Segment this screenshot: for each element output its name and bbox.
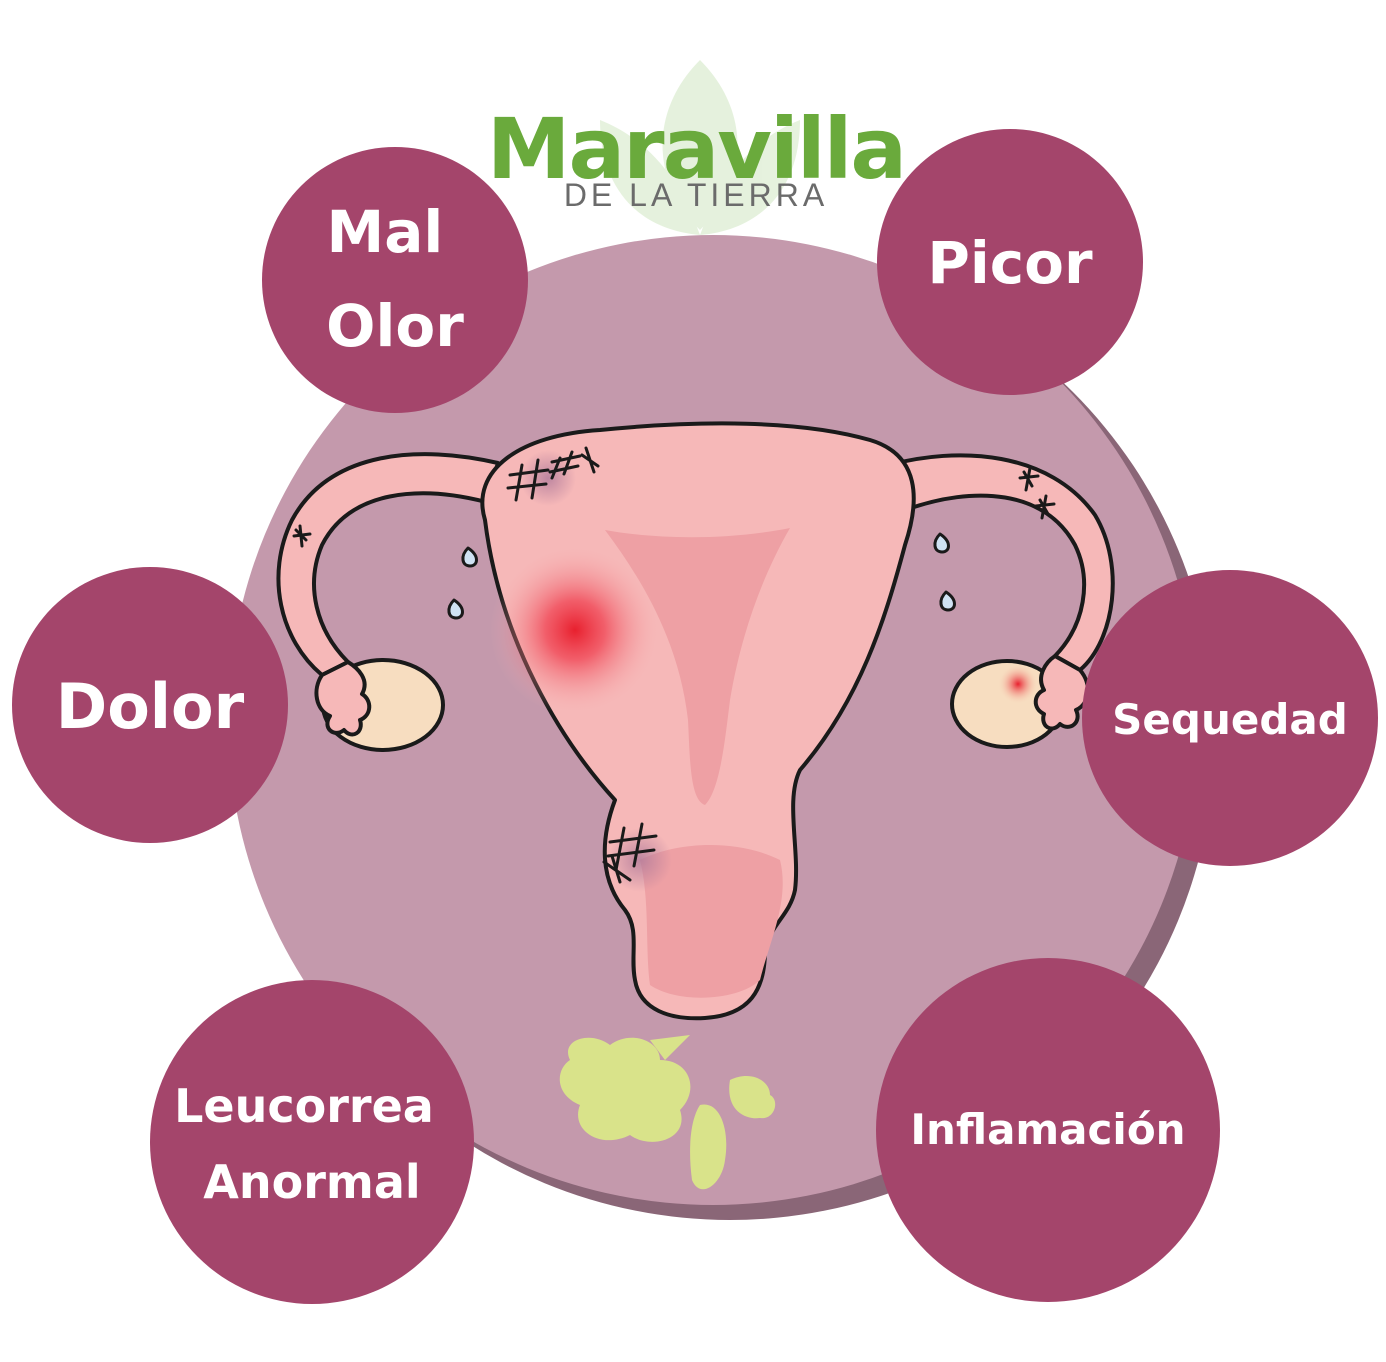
bubble-circle	[1082, 570, 1378, 866]
svg-text:Sequedad: Sequedad	[1112, 695, 1348, 744]
symptom-label-line: Inflamación	[910, 1105, 1185, 1154]
svg-text:Picor: Picor	[927, 229, 1093, 297]
pain-glow	[490, 545, 660, 715]
symptom-label-line: Mal	[327, 198, 444, 266]
bubble-circle	[877, 129, 1143, 395]
sweat-drops	[447, 532, 956, 620]
brand-logo: Maravilla DE LA TIERRA	[487, 100, 907, 213]
bubble-circle	[12, 567, 288, 843]
bubble-circle	[150, 980, 474, 1304]
symptom-label-line: Dolor	[56, 670, 245, 743]
uterus-illustration	[276, 421, 1115, 1021]
symptom-label-line: Sequedad	[1112, 695, 1348, 744]
logo-tagline: DE LA TIERRA	[564, 177, 828, 213]
cervix	[640, 845, 783, 998]
bubble-circle	[262, 147, 528, 413]
right-fimbriae	[1033, 654, 1090, 731]
right-ovary-pain	[998, 664, 1038, 704]
logo-name: Maravilla	[487, 100, 905, 198]
symptom-label-line: Olor	[326, 292, 464, 360]
symptom-label-line: Picor	[927, 229, 1093, 297]
svg-text:Dolor: Dolor	[56, 670, 245, 743]
symptom-bubble-leucorrea: Leucorrea Anormal	[150, 980, 474, 1304]
symptom-label-line: Anormal	[203, 1155, 420, 1209]
bubble-circle	[876, 958, 1220, 1302]
svg-text:Mal Olor: Mal Olor	[326, 198, 464, 360]
scratch-marks	[292, 446, 1056, 884]
symptom-label-line: Leucorrea	[174, 1079, 434, 1133]
svg-text:Inflamación: Inflamación	[910, 1105, 1185, 1154]
symptom-bubble-picor: Picor	[877, 129, 1143, 395]
left-fimbriae	[314, 660, 372, 737]
svg-text:Leucorrea Anormal: Leucorrea Anormal	[174, 1079, 450, 1209]
lotus-watermark-icon	[600, 60, 800, 235]
symptom-bubble-mal-olor: Mal Olor	[262, 147, 528, 413]
symptom-bubble-inflamacion: Inflamación	[876, 958, 1220, 1302]
discharge-illustration	[559, 1035, 776, 1190]
symptom-bubble-sequedad: Sequedad	[1082, 570, 1378, 866]
symptom-bubble-dolor: Dolor	[12, 567, 288, 843]
